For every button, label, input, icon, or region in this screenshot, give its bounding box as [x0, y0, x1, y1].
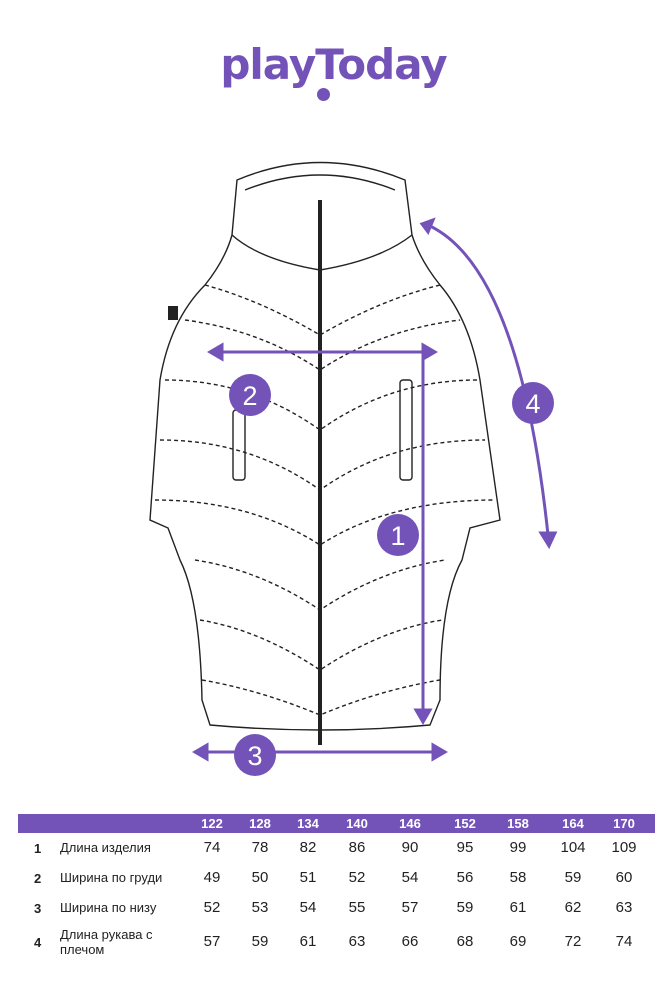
table-cell: 62	[564, 899, 582, 916]
size-header: 152	[454, 816, 476, 831]
row-label: Длина рукава с плечом	[60, 927, 153, 957]
table-cell: 57	[401, 899, 419, 916]
row-number: 4	[34, 935, 42, 950]
table-cell: 53	[251, 899, 269, 916]
table-cell: 51	[299, 869, 317, 886]
row-number: 3	[34, 901, 42, 916]
sleeve-tag	[168, 306, 178, 320]
table-cell: 99	[509, 839, 527, 856]
table-cell: 52	[348, 869, 366, 886]
size-header: 164	[562, 816, 584, 831]
table-cell: 52	[203, 899, 221, 916]
table-cell: 74	[615, 933, 633, 950]
table-cell: 49	[203, 869, 221, 886]
row-label: Длина изделия	[60, 840, 151, 855]
row-label: Ширина по низу	[60, 900, 157, 915]
table-cell: 63	[615, 899, 633, 916]
table-cell: 69	[509, 933, 527, 950]
table-cell: 59	[251, 933, 269, 950]
size-header: 146	[399, 816, 421, 831]
table-cell: 56	[456, 869, 474, 886]
size-header-row	[18, 814, 655, 833]
marker-1	[377, 514, 419, 556]
marker-4	[512, 382, 554, 424]
table-cell: 68	[456, 933, 474, 950]
table-cell: 61	[299, 933, 317, 950]
row-label: Ширина по груди	[60, 870, 163, 885]
logo-dot	[317, 88, 330, 101]
size-header: 140	[346, 816, 368, 831]
table-cell: 59	[456, 899, 474, 916]
table-cell: 61	[509, 899, 527, 916]
table-cell: 50	[251, 869, 269, 886]
table-cell: 60	[615, 869, 633, 886]
table-cell: 58	[509, 869, 527, 886]
marker-1-label: 1	[390, 521, 405, 551]
table-cell: 90	[401, 839, 419, 856]
marker-4-label: 4	[525, 389, 540, 419]
table-cell: 54	[299, 899, 317, 916]
table-cell: 82	[299, 839, 317, 856]
table-cell: 78	[251, 839, 269, 856]
table-cell: 59	[564, 869, 582, 886]
size-header: 122	[201, 816, 223, 831]
table-cell: 104	[560, 839, 586, 856]
table-cell: 72	[564, 933, 582, 950]
size-header: 128	[249, 816, 271, 831]
size-header: 158	[507, 816, 529, 831]
row-number: 2	[34, 871, 42, 886]
marker-3	[234, 734, 276, 776]
brand-logo-text: playToday	[220, 40, 447, 89]
marker-2-label: 2	[242, 381, 257, 411]
table-cell: 95	[456, 839, 474, 856]
table-cell: 57	[203, 933, 221, 950]
marker-2	[229, 374, 271, 416]
table-cell: 54	[401, 869, 419, 886]
table-cell: 55	[348, 899, 366, 916]
table-cell: 86	[348, 839, 366, 856]
brand-logo: playToday	[0, 40, 667, 89]
marker-3-label: 3	[247, 741, 262, 771]
row-number: 1	[34, 841, 42, 856]
table-cell: 74	[203, 839, 221, 856]
marker-circles: 1 2 3 4	[229, 374, 554, 776]
arrow-4-sleeve	[429, 224, 550, 536]
coat-sketch: 1 2 3 4	[149, 161, 558, 776]
table-cell: 109	[611, 839, 637, 856]
size-header: 134	[297, 816, 319, 831]
table-cell: 63	[348, 933, 366, 950]
table-cell: 66	[401, 933, 419, 950]
coat-outline	[149, 161, 501, 731]
size-header: 170	[613, 816, 635, 831]
